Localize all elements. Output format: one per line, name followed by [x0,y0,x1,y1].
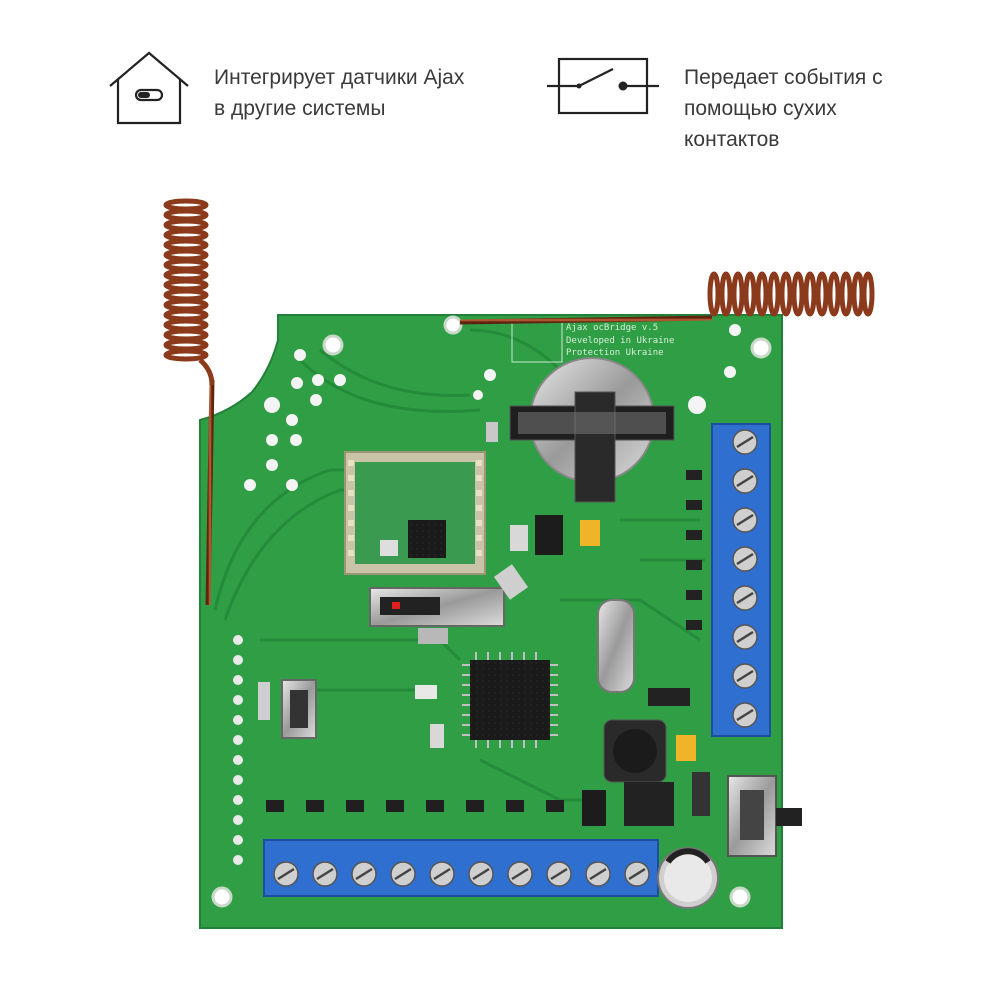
right-terminal-screws [732,429,758,728]
feature-integration-text: Интегрирует датчики Ajax в другие систем… [214,66,465,120]
house-sensor-icon [109,51,189,125]
svg-text:Protection Ukraine: Protection Ukraine [566,348,664,358]
svg-text:Developed in Ukraine: Developed in Ukraine [566,336,674,346]
bottom-terminal-screws [273,861,650,887]
svg-text:Ajax ocBridge v.5: Ajax ocBridge v.5 [566,323,658,333]
feature-dry-contacts-text: Передает события с помощью сухих контакт… [684,66,883,151]
antenna-coil-right [707,271,875,317]
relay-switch-icon [547,57,659,115]
antenna-coil-left [163,198,209,362]
